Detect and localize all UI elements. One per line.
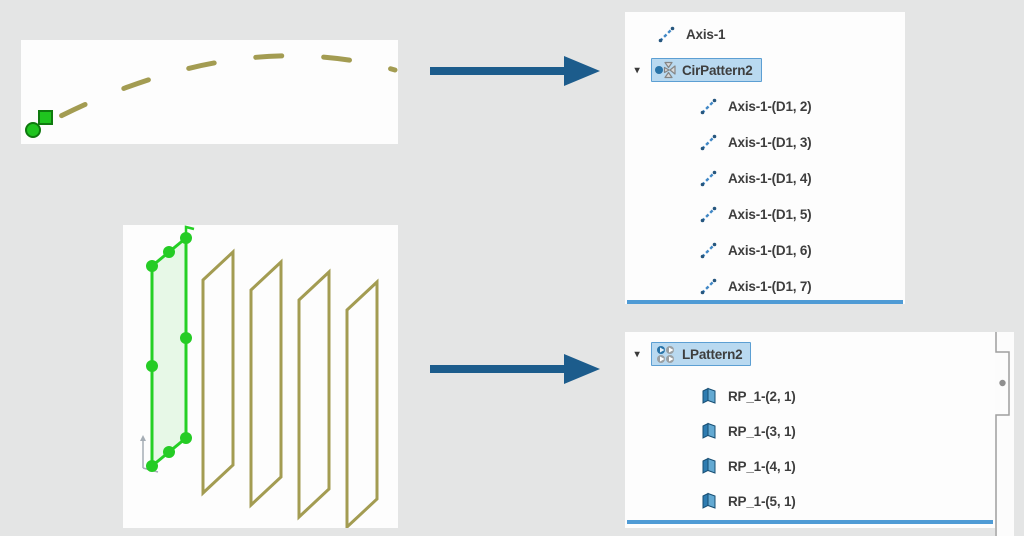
feature-tree-linear-panel: ▾ LPattern2 RP_1-(2, 1) RP_1-(3, 1) RP_1…: [625, 332, 995, 528]
tree-item-label: Axis-1-(D1, 4): [728, 170, 812, 186]
tree-item-axis-instance[interactable]: Axis-1-(D1, 5): [697, 200, 812, 228]
plane-icon: [697, 421, 719, 441]
tree-item-label: Axis-1-(D1, 2): [728, 98, 812, 114]
sketch-preview-planes: [123, 225, 398, 528]
selected-row-highlight[interactable]: LPattern2: [651, 342, 752, 366]
pane-edge-strip: [995, 332, 1014, 536]
splitter-grip-icon[interactable]: [999, 379, 1006, 387]
plane-icon: [697, 491, 719, 511]
tree-item-plane-instance[interactable]: RP_1-(3, 1): [697, 417, 796, 445]
tree-item-plane-instance[interactable]: RP_1-(4, 1): [697, 452, 796, 480]
circular-pattern-icon: [654, 60, 676, 80]
tree-item-label: RP_1-(3, 1): [728, 423, 796, 439]
tree-item-axis-instance[interactable]: Axis-1-(D1, 3): [697, 128, 812, 156]
feature-tree-circular-panel: Axis-1 ▾ CirPattern2 Axis-1-(D1, 2) Axis…: [625, 12, 905, 304]
tree-item-label: Axis-1: [686, 26, 726, 42]
tree-item-axis-instance[interactable]: Axis-1-(D1, 6): [697, 236, 812, 264]
linear-pattern-icon: [654, 344, 676, 364]
axis-icon: [697, 96, 719, 116]
axis-icon: [697, 276, 719, 296]
flow-arrow-linear: [430, 354, 600, 384]
panel-bottom-rule: [627, 520, 993, 524]
tree-item-plane-instance[interactable]: RP_1-(2, 1): [697, 382, 796, 410]
axis-icon: [697, 240, 719, 260]
flow-arrow-circular: [430, 56, 600, 86]
tree-item-label: Axis-1-(D1, 3): [728, 134, 812, 150]
selected-plane-outline: [146, 225, 195, 472]
selected-row-highlight[interactable]: CirPattern2: [651, 58, 762, 82]
tree-item-plane-instance[interactable]: RP_1-(5, 1): [697, 487, 796, 515]
plane-icon: [697, 386, 719, 406]
tree-item-axis-instance[interactable]: Axis-1-(D1, 4): [697, 164, 812, 192]
tree-item-axis-instance[interactable]: Axis-1-(D1, 2): [697, 92, 812, 120]
dashed-arc-graphic: [25, 53, 398, 138]
expand-arrow-icon[interactable]: ▾: [634, 348, 640, 360]
tree-item-label: CirPattern2: [682, 62, 753, 78]
tree-item-axis-instance[interactable]: Axis-1-(D1, 7): [697, 272, 812, 300]
axis-icon: [697, 168, 719, 188]
tree-item-lpattern2[interactable]: ▾ LPattern2: [629, 340, 752, 368]
tree-item-label: Axis-1-(D1, 7): [728, 278, 812, 294]
tree-item-axis-1[interactable]: Axis-1: [655, 20, 726, 48]
tree-item-label: RP_1-(2, 1): [728, 388, 796, 404]
tree-item-label: RP_1-(4, 1): [728, 458, 796, 474]
expand-arrow-icon[interactable]: ▾: [634, 64, 640, 76]
sketch-origin-circle: [25, 122, 41, 138]
dashed-arc-path: [46, 53, 398, 125]
tree-item-label: Axis-1-(D1, 5): [728, 206, 812, 222]
tree-item-label: Axis-1-(D1, 6): [728, 242, 812, 258]
panel-bottom-rule: [627, 300, 903, 304]
tree-item-label: RP_1-(5, 1): [728, 493, 796, 509]
sketch-handle-dots: [146, 232, 192, 472]
splitter-tab-outline: [995, 332, 1010, 536]
axis-icon: [655, 24, 677, 44]
sketch-endpoint-square: [38, 110, 53, 125]
axis-icon: [697, 132, 719, 152]
planes-graphic: [140, 225, 379, 528]
axis-icon: [697, 204, 719, 224]
tree-item-cirpattern2[interactable]: ▾ CirPattern2: [629, 56, 762, 84]
plane-icon: [697, 456, 719, 476]
patterned-plane-outlines: [201, 248, 379, 528]
sketch-preview-arc: [21, 40, 398, 144]
tree-item-label: LPattern2: [682, 346, 743, 362]
